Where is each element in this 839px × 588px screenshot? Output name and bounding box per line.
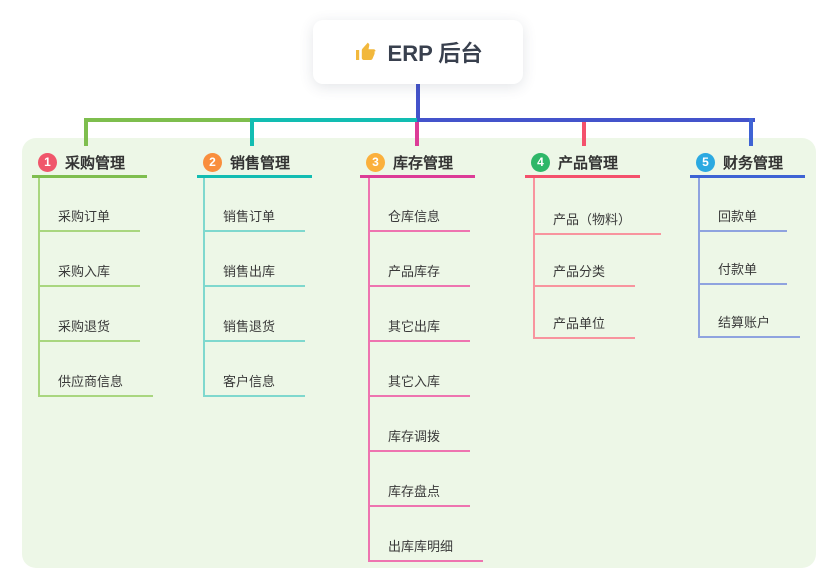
branch-5-node[interactable]: 5 财务管理 bbox=[690, 149, 805, 178]
branch-5-number-badge: 5 bbox=[696, 152, 715, 172]
branch-3-child-node[interactable]: 产品库存 bbox=[368, 259, 471, 287]
branch-3-node[interactable]: 3 库存管理 bbox=[360, 149, 475, 178]
branch-5-label: 财务管理 bbox=[723, 154, 784, 172]
branch-3-label: 库存管理 bbox=[393, 154, 454, 172]
branch-connector-drop bbox=[749, 118, 753, 146]
branch-2-child-node[interactable]: 客户信息 bbox=[203, 369, 306, 397]
branch-1-number-badge: 1 bbox=[38, 152, 57, 172]
mindmap-panel bbox=[22, 138, 816, 568]
branch-connector-drop bbox=[250, 118, 254, 146]
branch-4-child-node[interactable]: 产品（物料） bbox=[533, 207, 662, 235]
branch-3-number-badge: 3 bbox=[366, 152, 385, 172]
branch-2-child-node[interactable]: 销售订单 bbox=[203, 204, 306, 232]
branch-1-child-node[interactable]: 采购入库 bbox=[38, 259, 141, 287]
connector-horizontal-green bbox=[84, 118, 254, 122]
connector-horizontal-teal bbox=[252, 118, 419, 122]
branch-4-node[interactable]: 4 产品管理 bbox=[525, 149, 640, 178]
branch-trunk-line bbox=[368, 178, 370, 562]
branch-1-child-node[interactable]: 采购订单 bbox=[38, 204, 141, 232]
branch-connector-drop bbox=[415, 122, 419, 146]
branch-2-child-node[interactable]: 销售出库 bbox=[203, 259, 306, 287]
branch-2-child-node[interactable]: 销售退货 bbox=[203, 314, 306, 342]
branch-4-child-node[interactable]: 产品分类 bbox=[533, 259, 636, 287]
connector-horizontal-blue bbox=[417, 118, 755, 122]
branch-3-child-node[interactable]: 出库库明细 bbox=[368, 534, 484, 562]
branch-connector-drop bbox=[582, 122, 586, 146]
branch-1-child-node[interactable]: 采购退货 bbox=[38, 314, 141, 342]
branch-trunk-line bbox=[698, 178, 700, 338]
branch-trunk-line bbox=[38, 178, 40, 397]
branch-4-number-badge: 4 bbox=[531, 152, 550, 172]
branch-3-child-node[interactable]: 库存调拨 bbox=[368, 424, 471, 452]
branch-trunk-line bbox=[533, 178, 535, 339]
branch-2-node[interactable]: 2 销售管理 bbox=[197, 149, 312, 178]
branch-5-child-node[interactable]: 付款单 bbox=[698, 257, 788, 285]
branch-3-child-node[interactable]: 其它出库 bbox=[368, 314, 471, 342]
branch-5-child-node[interactable]: 结算账户 bbox=[698, 310, 801, 338]
branch-2-number-badge: 2 bbox=[203, 152, 222, 172]
branch-4-label: 产品管理 bbox=[558, 154, 619, 172]
branch-1-child-node[interactable]: 供应商信息 bbox=[38, 369, 154, 397]
root-title: ERP 后台 bbox=[387, 41, 483, 66]
branch-1-node[interactable]: 1 采购管理 bbox=[32, 149, 147, 178]
branch-connector-drop bbox=[84, 118, 88, 146]
branch-3-child-node[interactable]: 仓库信息 bbox=[368, 204, 471, 232]
branch-2-label: 销售管理 bbox=[230, 154, 291, 172]
branch-5-child-node[interactable]: 回款单 bbox=[698, 204, 788, 232]
thumbs-up-icon bbox=[355, 42, 376, 60]
branch-1-label: 采购管理 bbox=[65, 154, 126, 172]
branch-3-child-node[interactable]: 库存盘点 bbox=[368, 479, 471, 507]
branch-trunk-line bbox=[203, 178, 205, 397]
branch-4-child-node[interactable]: 产品单位 bbox=[533, 311, 636, 339]
root-node[interactable]: ERP 后台 bbox=[313, 20, 523, 84]
root-connector-stem bbox=[416, 84, 420, 122]
branch-3-child-node[interactable]: 其它入库 bbox=[368, 369, 471, 397]
